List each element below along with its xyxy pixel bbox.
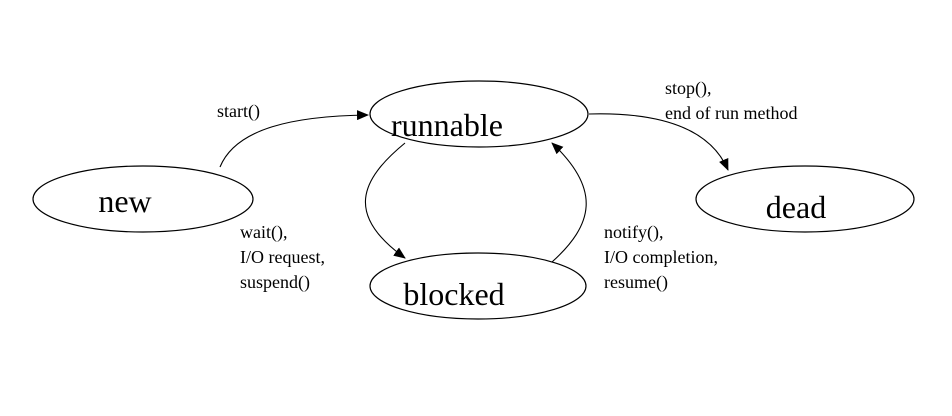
- label-wait: wait(),: [240, 222, 287, 243]
- label-runnable-to-blocked: wait(), I/O request, suspend(): [240, 222, 325, 293]
- state-runnable-label: runnable: [391, 107, 503, 143]
- state-dead-shape: [695, 165, 915, 233]
- state-blocked-shape: [369, 252, 587, 320]
- edge-new-to-runnable: [219, 110, 369, 168]
- edge-runnable-to-dead: [588, 113, 729, 171]
- label-io-completion: I/O completion,: [604, 247, 718, 267]
- label-notify: notify(),: [604, 222, 663, 243]
- label-start: start(): [217, 101, 260, 122]
- label-resume: resume(): [604, 272, 668, 293]
- label-blocked-to-runnable: notify(), I/O completion, resume(): [604, 222, 718, 293]
- label-runnable-to-dead: stop(), end of run method: [665, 78, 797, 123]
- state-dead-label: dead: [766, 189, 826, 225]
- label-stop: stop(),: [665, 78, 712, 99]
- edge-blocked-to-runnable: [551, 142, 587, 263]
- edge-runnable-to-blocked: [365, 142, 406, 259]
- label-suspend: suspend(): [240, 272, 310, 293]
- state-blocked: blocked: [369, 252, 587, 320]
- state-new-label: new: [98, 183, 151, 219]
- state-runnable: runnable: [369, 80, 589, 148]
- state-new: new: [32, 165, 254, 233]
- label-io-request: I/O request,: [240, 247, 325, 267]
- label-end-of-run-method: end of run method: [665, 103, 797, 123]
- state-blocked-label: blocked: [403, 276, 504, 312]
- state-runnable-shape: [369, 80, 589, 148]
- state-dead: dead: [695, 165, 915, 233]
- state-new-shape: [32, 165, 254, 233]
